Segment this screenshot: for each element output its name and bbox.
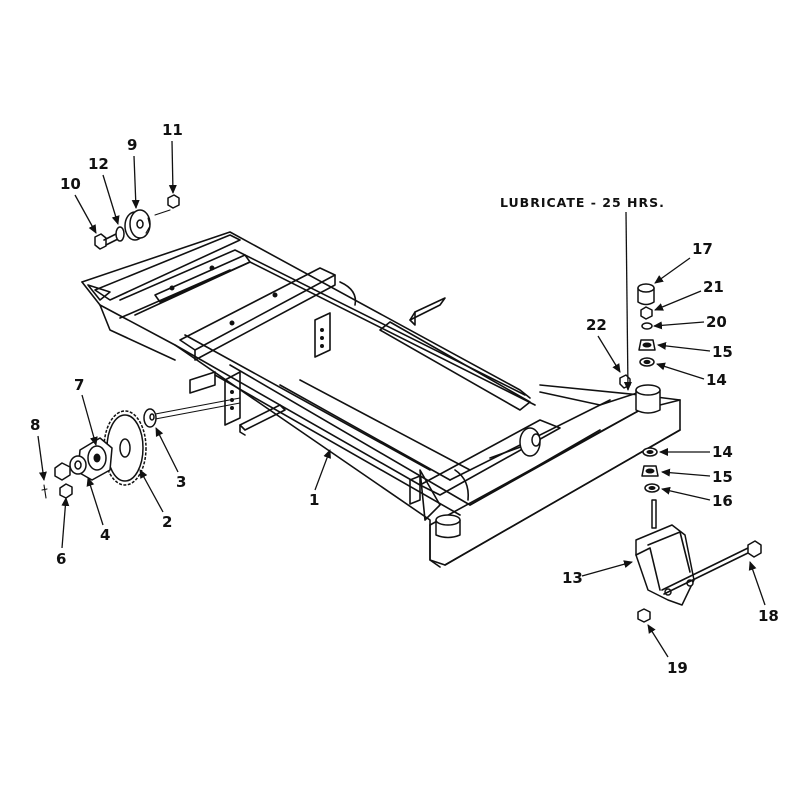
callout-6: 6 [56,550,66,568]
lubricate-note: LUBRICATE - 25 HRS. [500,195,665,210]
callout-9: 9 [127,136,137,154]
nut-part [54,462,71,481]
drive-assembly [41,397,241,499]
caster-bottom-stack [635,447,762,623]
sprocket-part [103,410,147,486]
callout-11: 11 [162,121,183,139]
callout-19: 19 [667,659,688,677]
callout-1: 1 [309,491,319,509]
callout-2: 2 [162,513,172,531]
bearing-part [77,437,113,481]
bolt-part [94,233,107,250]
callout-8: 8 [30,416,40,434]
callout-17: 17 [692,240,713,258]
callout-16: 16 [712,492,733,510]
callout-4: 4 [100,526,110,544]
callout-14-lower: 14 [712,443,733,461]
idler-hardware [94,194,180,250]
nut-part-19 [637,608,651,623]
axle-bolt-part [661,547,749,591]
nut-part-11 [167,194,180,209]
callouts: 1 2 3 4 6 7 8 9 10 11 12 13 [30,121,779,677]
callout-22: 22 [586,316,607,334]
callout-15-upper: 15 [712,343,733,361]
callout-20: 20 [706,313,727,331]
callout-18: 18 [758,607,779,625]
callout-12: 12 [88,155,109,173]
washer-part [115,226,125,242]
callout-10: 10 [60,175,81,193]
callout-3: 3 [176,473,186,491]
main-frame [81,231,681,568]
lubricate-leader [623,211,632,391]
washer-part-20 [641,322,653,330]
callout-13: 13 [562,569,583,587]
callout-15-lower: 15 [712,468,733,486]
nut-part-21 [640,306,653,320]
caster-top-stack [619,283,656,389]
callout-7: 7 [74,376,84,394]
pulley-part [124,209,151,241]
callout-14-upper: 14 [706,371,727,389]
callout-21: 21 [703,278,724,296]
